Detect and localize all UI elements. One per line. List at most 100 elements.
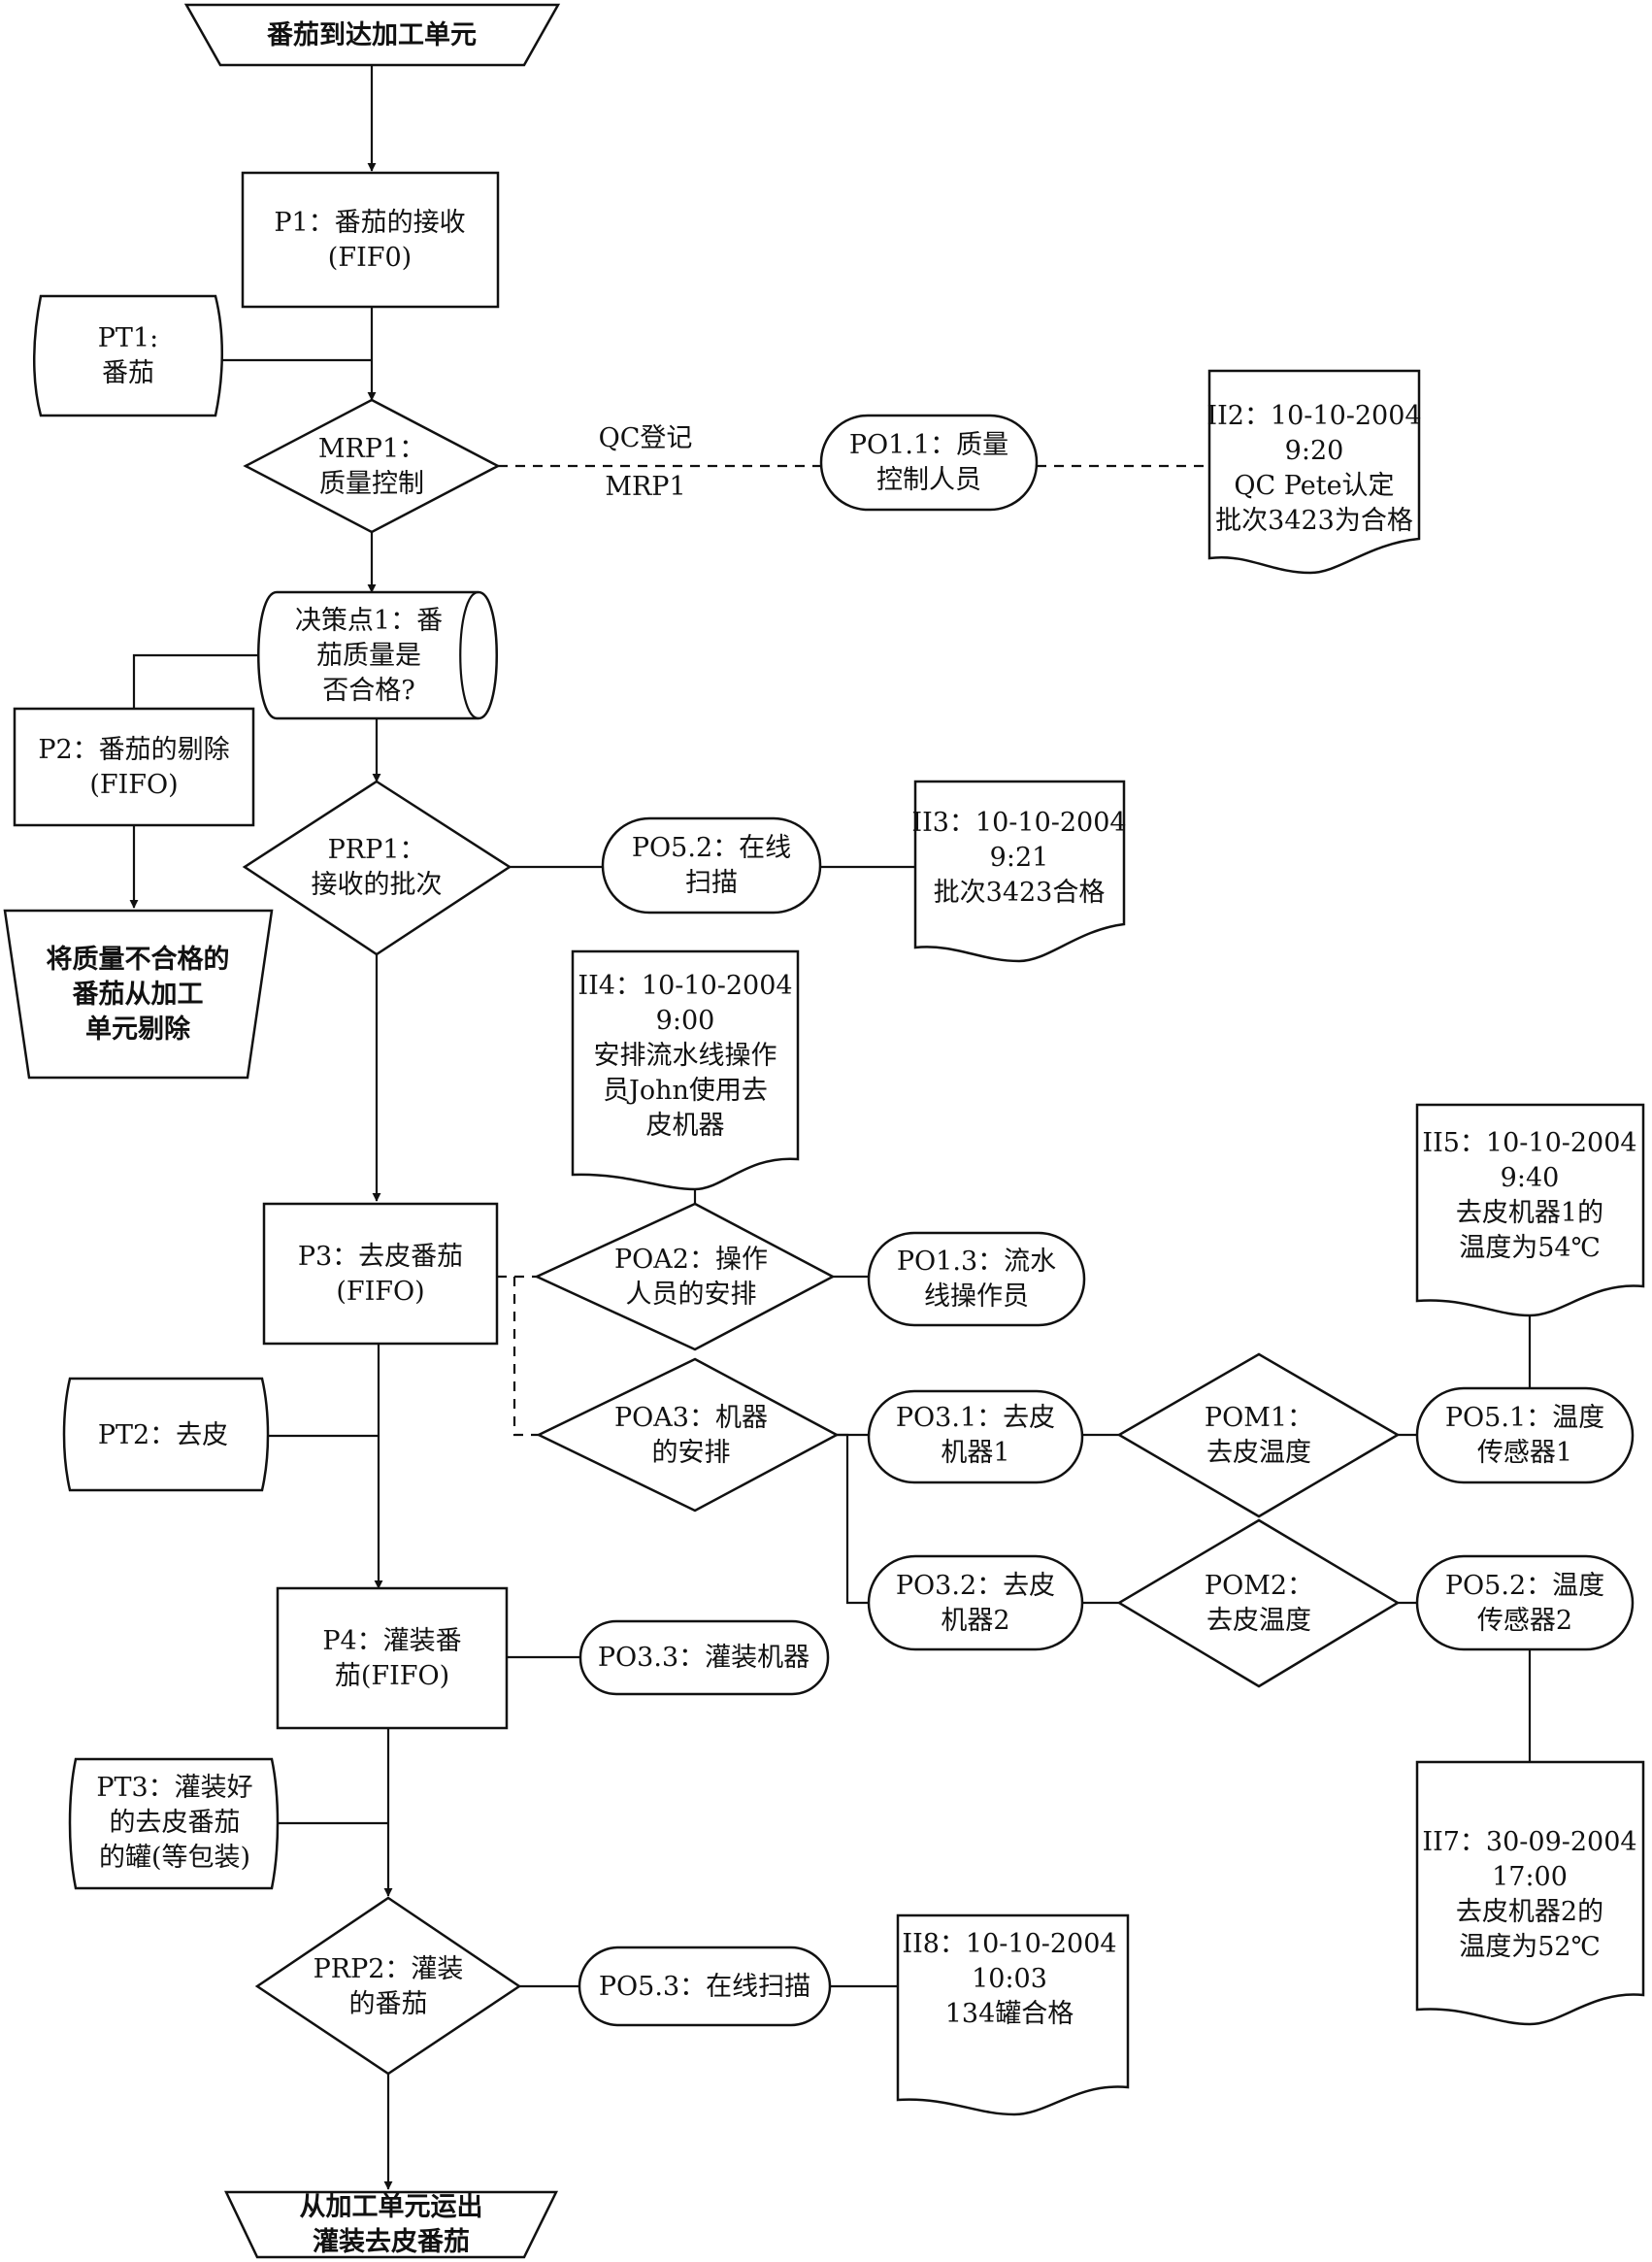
pt3-tape [68,1757,280,1890]
reject-trapezoid [3,909,274,1080]
ii3-label-line: II3：10-10-2004 [911,808,1126,838]
po11-label: PO1.1：质量控制人员 [849,430,1008,495]
ii8-label-line: 134罐合格 [945,1999,1074,2029]
p4-label-line: P4：灌装番 [322,1626,461,1656]
end-label-line: 灌装去皮番茄 [313,2227,470,2257]
connectors [129,65,1532,2190]
end-trapezoid [224,2190,559,2259]
end-label-line: 从加工单元运出 [300,2192,483,2222]
start-label: 番茄到达加工单元 [267,20,477,50]
prp1-label: PRP1：接收的批次 [312,835,443,900]
p4-label-line: 茄(FIFO) [335,1661,449,1691]
p1-label-line: P1：番茄的接收 [274,208,465,238]
po13-pill [867,1231,1086,1327]
ii7-document [1415,1760,1645,2026]
ii3-label-line: 批次3423合格 [934,878,1106,908]
po32-label-line: PO3.2：去皮 [896,1571,1055,1601]
reject-label-line: 单元剔除 [85,1014,191,1045]
poa3-label-line: 的安排 [652,1438,731,1468]
start-trapezoid [183,3,561,67]
po51-label: PO5.1：温度传感器1 [1445,1403,1604,1468]
edge-p3-poa2 [497,1275,539,1437]
ii4-document [571,949,800,1191]
ii5-label-line: 温度为54℃ [1459,1233,1601,1263]
ii4-label-line: II4：10-10-2004 [578,971,792,1001]
po33-label-line: PO3.3：灌装机器 [598,1643,809,1673]
poa2-label-line: 人员的安排 [626,1280,757,1310]
poa3-diamond [536,1357,840,1513]
p2-label-line: (FIFO) [89,770,178,800]
dec1-label-line: 茄质量是 [316,641,421,671]
p2-label: P2：番茄的剔除(FIFO) [38,735,229,800]
poa3-label: POA3：机器的安排 [614,1403,768,1468]
ii5-label-line: 9:40 [1501,1163,1560,1193]
qc-edge-label-2: MRP1 [605,472,685,502]
pom2-label-line: POM2： [1205,1571,1313,1601]
po53-label-line: PO5.3：在线扫描 [599,1972,810,2002]
dec1-cylinder-edge [459,590,479,720]
ii7-label-line: 去皮机器2的 [1456,1897,1603,1927]
qc-edge-label-1: QC登记 [599,423,693,453]
dec1-label-line: 决策点1：番 [295,606,443,636]
mrp1-label: MRP1：质量控制 [318,434,425,499]
p1-label: P1：番茄的接收 (FIF0) [274,208,465,273]
ii5-label-line: 去皮机器1的 [1456,1198,1603,1228]
poa2-diamond [534,1202,836,1351]
end-label: 从加工单元运出灌装去皮番茄 [300,2192,483,2257]
pt3-label-line: 的罐(等包装) [99,1843,250,1873]
ii2-label-line: 批次3423为合格 [1215,506,1413,536]
ii4-label-line: 安排流水线操作 [594,1041,777,1071]
pom2-label-line: 去皮温度 [1206,1606,1311,1636]
ii7-label-line: 17:00 [1492,1862,1568,1892]
ii2-document [1207,369,1421,575]
p4-label: P4：灌装番茄(FIFO) [322,1626,461,1691]
po52b-label: PO5.2：温度传感器2 [1445,1571,1604,1636]
po32-pill [867,1554,1084,1651]
ii2-label-line: 9:20 [1285,436,1344,466]
pom2-diamond [1116,1518,1401,1688]
po33-pill [578,1619,830,1696]
po52a-label-line: PO5.2：在线 [632,833,791,863]
ii5-label-line: II5：10-10-2004 [1422,1128,1636,1158]
po33-label: PO3.3：灌装机器 [598,1643,809,1673]
prp2-label-line: PRP2：灌装 [314,1954,464,1984]
po52a-pill [601,816,822,915]
po31-pill [867,1389,1084,1484]
pt2-label-line: PT2：去皮 [98,1420,228,1450]
ii3-label: II3：10-10-2004 9:21 批次3423合格 [911,808,1126,908]
reject-label: 将质量不合格的番茄从加工单元剔除 [47,944,230,1045]
po52b-label-line: 传感器2 [1477,1606,1572,1636]
ii4-label-line: 皮机器 [646,1111,725,1141]
ii3-label-line: 9:21 [990,843,1049,873]
p1-label-line: (FIF0) [328,243,412,273]
p4-rect [276,1586,509,1730]
prp2-label-line: 的番茄 [349,1989,428,2019]
shapes [3,3,1645,2259]
edge-dec1-p2 [132,653,262,709]
ii8-label-line: II8：10-10-2004 [902,1929,1116,1959]
ii2-label-line: II2：10-10-2004 [1206,401,1421,431]
po53-label: PO5.3：在线扫描 [599,1972,810,2002]
po32-label-line: 机器2 [941,1606,1009,1636]
prp2-label: PRP2：灌装的番茄 [314,1954,464,2019]
po52b-label-line: PO5.2：温度 [1445,1571,1604,1601]
reject-label-line: 番茄从加工 [73,980,204,1010]
pt1-label: PT1:番茄 [98,323,158,388]
reject-label-line: 将质量不合格的 [47,944,230,975]
pom1-diamond [1116,1352,1401,1518]
pom2-label: POM2： 去皮温度 [1205,1571,1313,1636]
po13-label-line: PO1.3：流水 [897,1247,1056,1277]
ii2-label-line: QC Pete认定 [1234,471,1394,501]
prp2-diamond [254,1896,522,2076]
ii2-label: II2：10-10-2004 9:20 QC Pete认定批次3423为合格 [1206,401,1421,536]
p2-rect [13,707,255,827]
mrp1-diamond [243,398,501,534]
po32-label: PO3.2：去皮机器2 [896,1571,1055,1636]
p3-label-line: (FIFO) [336,1277,424,1307]
pt1-tape [33,294,223,417]
po31-label: PO3.1：去皮机器1 [896,1403,1055,1468]
ii4-label-line: 9:00 [656,1006,715,1036]
ii5-document [1415,1103,1645,1317]
prp1-label-line: 接收的批次 [312,870,443,900]
